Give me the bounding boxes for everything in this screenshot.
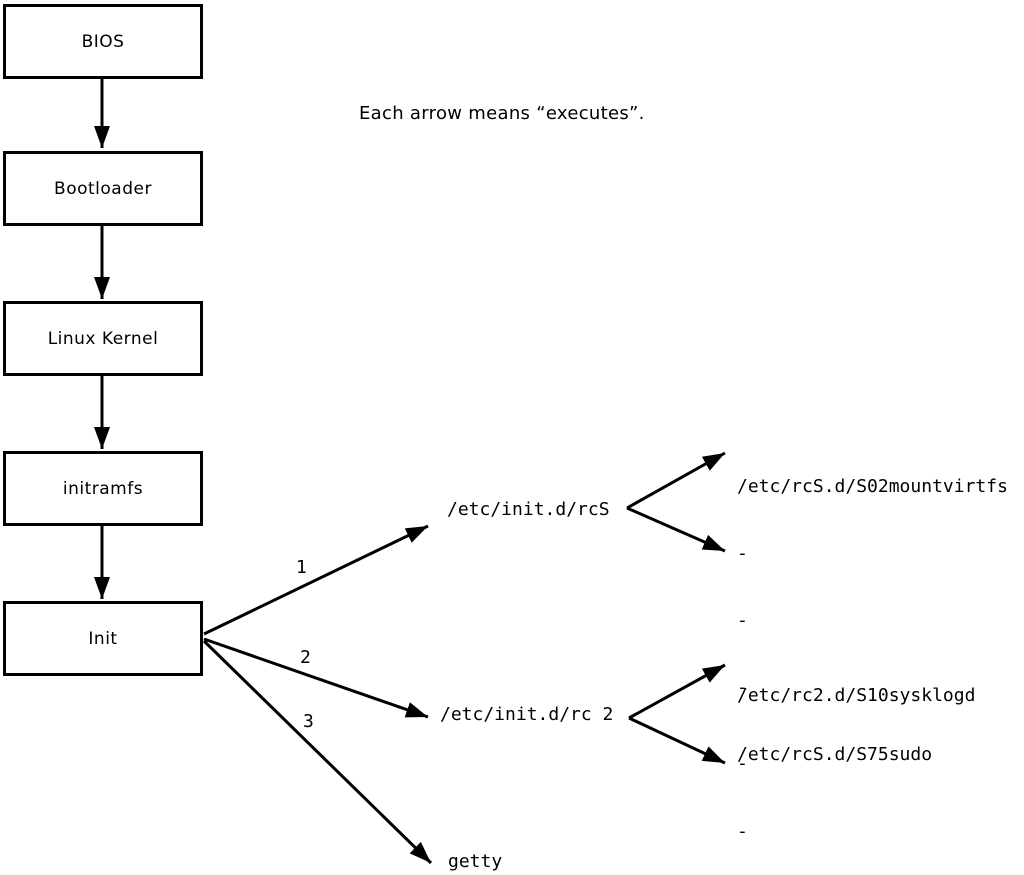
box-initramfs-label: initramfs — [62, 478, 144, 499]
box-linux-kernel-label: Linux Kernel — [47, 328, 159, 349]
ellipsis-dash: - — [737, 677, 748, 698]
box-bios: BIOS — [3, 4, 203, 79]
legend-note: Each arrow means “executes”. — [359, 103, 645, 124]
branch-2-number: 2 — [300, 647, 311, 668]
box-bios-label: BIOS — [81, 31, 125, 52]
box-init-label: Init — [88, 628, 118, 649]
ellipsis-dash: - — [737, 753, 748, 774]
box-initramfs: initramfs — [3, 451, 203, 526]
target-etc-init-rc2: /etc/init.d/rc 2 — [440, 704, 614, 725]
box-bootloader: Bootloader — [3, 151, 203, 226]
box-init: Init — [3, 601, 203, 676]
branch-3-number: 3 — [303, 711, 314, 732]
rc2-script-s10sysklogd: /etc/rc2.d/S10sysklogd — [737, 685, 976, 706]
rc2-script-list: /etc/rc2.d/S10sysklogd - - - /etc/rc2.d/… — [737, 641, 975, 875]
arrow-rc2-to-s99gdm — [628, 716, 726, 765]
ellipsis-dash: - — [737, 821, 748, 842]
ellipsis-dash: - — [737, 610, 748, 631]
ellipsis-dash: - — [737, 543, 748, 564]
target-getty: getty — [448, 851, 503, 872]
arrow-rcS-to-s02mountvirtfs — [626, 451, 726, 510]
arrow-init-to-getty — [202, 639, 433, 865]
branch-1-number: 1 — [296, 557, 307, 578]
target-etc-init-rcS: /etc/init.d/rcS — [447, 499, 610, 520]
arrow-rcS-to-s75sudo — [626, 506, 726, 553]
rcS-script-s02mountvirtfs: /etc/rcS.d/S02mountvirtfs — [737, 476, 1008, 497]
box-bootloader-label: Bootloader — [54, 178, 152, 199]
arrow-init-to-rcS — [203, 524, 429, 636]
box-linux-kernel: Linux Kernel — [3, 301, 203, 376]
rcS-script-s75sudo: /etc/rcS.d/S75sudo — [737, 744, 933, 765]
arrow-rc2-to-s10sysklogd — [628, 663, 726, 720]
arrow-init-to-rc2 — [203, 637, 429, 719]
rcS-script-list: /etc/rcS.d/S02mountvirtfs - - - /etc/rcS… — [737, 432, 1008, 809]
